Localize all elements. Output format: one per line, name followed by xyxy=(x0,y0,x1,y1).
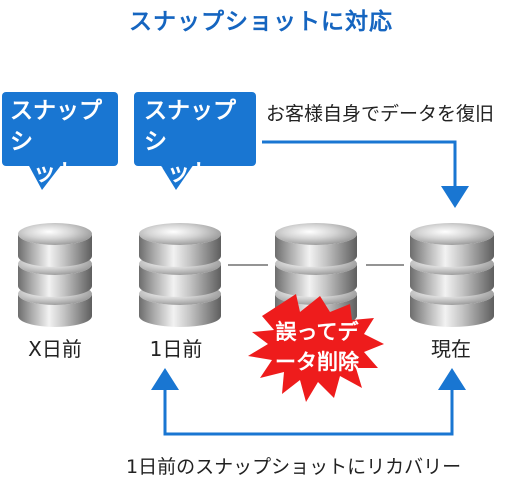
database-icon-current xyxy=(410,223,494,327)
db-label-current: 現在 xyxy=(431,337,471,361)
restore-arrow xyxy=(262,140,469,208)
db-label-1-day: 1日前 xyxy=(149,337,203,361)
database-icon-x-days xyxy=(18,223,92,327)
database-icon-1-day xyxy=(139,223,221,327)
snapshot-bubble-2 xyxy=(134,92,256,190)
db-label-x-days: X日前 xyxy=(28,337,82,361)
restore-note: お客様自身でデータを復旧 xyxy=(266,103,495,125)
recovery-arrow xyxy=(151,368,466,436)
warning-label: 誤ってデ ータ削除 xyxy=(275,320,359,374)
snapshot-bubble-2-label: スナップシ ョット xyxy=(144,98,236,186)
snapshot-bubble-1-label: スナップシ ョット xyxy=(10,98,102,186)
warning-burst-icon xyxy=(248,294,384,402)
recovery-note: 1日前のスナップショットにリカバリー xyxy=(126,456,462,478)
snapshot-bubble-1 xyxy=(2,92,118,190)
diagram-title: スナップショットに対応 xyxy=(129,9,393,35)
